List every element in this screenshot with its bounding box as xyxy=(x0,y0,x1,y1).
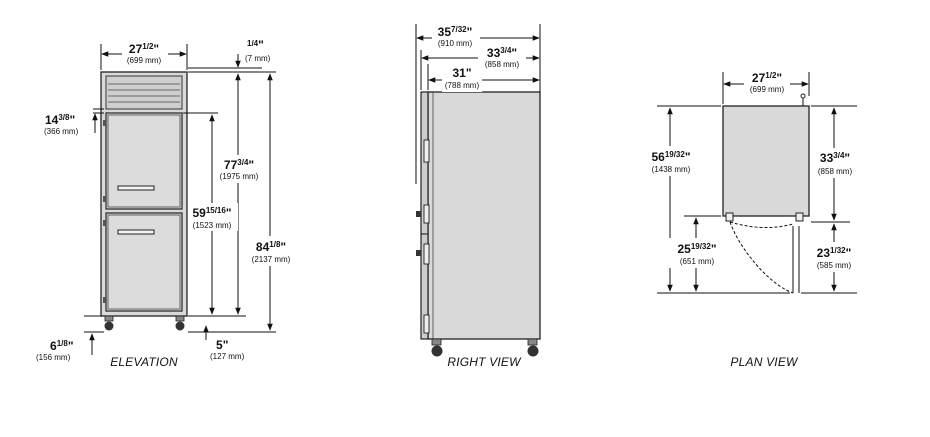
elevation-title: ELEVATION xyxy=(110,355,178,369)
rv-depth31-mm: (788 mm) xyxy=(445,81,480,90)
bottom-gap-mm: (127 mm) xyxy=(210,352,245,361)
plan-swing-left-label: 2519/32" xyxy=(677,242,716,256)
height-84-label: 841/8" xyxy=(256,240,286,254)
top-gap-mm: (7 mm) xyxy=(245,54,271,63)
bottom-gap-label: 5" xyxy=(216,338,228,352)
rv-depth33-mm: (858 mm) xyxy=(485,60,520,69)
plan-width-mm: (699 mm) xyxy=(750,85,785,94)
plan-view-title: PLAN VIEW xyxy=(730,355,799,369)
plan-view: 271/2" (699 mm) 5619/32" (1438 mm) 333/4… xyxy=(644,70,860,369)
height-59-mm: (1523 mm) xyxy=(193,221,232,230)
caster-mm: (156 mm) xyxy=(36,353,71,362)
plan-swing-right-mm: (585 mm) xyxy=(817,261,852,270)
height-84-mm: (2137 mm) xyxy=(252,255,291,264)
plan-swing-left-mm: (651 mm) xyxy=(680,257,715,266)
rv-depth33-label: 333/4" xyxy=(487,46,517,60)
plan-open-label: 5619/32" xyxy=(651,150,690,164)
plan-width-label: 271/2" xyxy=(752,71,782,85)
plan-depth-label: 333/4" xyxy=(820,151,850,165)
rv-overall-mm: (910 mm) xyxy=(438,39,473,48)
rv-overall-label: 357/32" xyxy=(438,25,473,39)
height-59-label: 5915/16" xyxy=(192,206,231,220)
upper-height-label: 143/8" xyxy=(45,113,75,127)
plan-depth-mm: (858 mm) xyxy=(818,167,853,176)
caster-label: 61/8" xyxy=(50,339,74,353)
right-view: 357/32" (910 mm) 333/4" (858 mm) 31" (78… xyxy=(415,24,541,369)
height-77-mm: (1975 mm) xyxy=(220,172,259,181)
elevation-width-mm: (699 mm) xyxy=(127,56,162,65)
rv-depth31-label: 31" xyxy=(452,66,471,80)
height-77-label: 773/4" xyxy=(224,158,254,172)
right-view-title: RIGHT VIEW xyxy=(447,355,522,369)
top-gap-label: 1/4" xyxy=(247,38,264,52)
elevation-width-label: 271/2" xyxy=(129,42,159,56)
plan-swing-right-label: 231/32" xyxy=(817,246,852,260)
upper-height-mm: (366 mm) xyxy=(44,127,79,136)
plan-open-mm: (1438 mm) xyxy=(652,165,691,174)
elevation-view: 271/2" (699 mm) 1/4" (7 mm) 143/8" (366 … xyxy=(36,38,298,369)
